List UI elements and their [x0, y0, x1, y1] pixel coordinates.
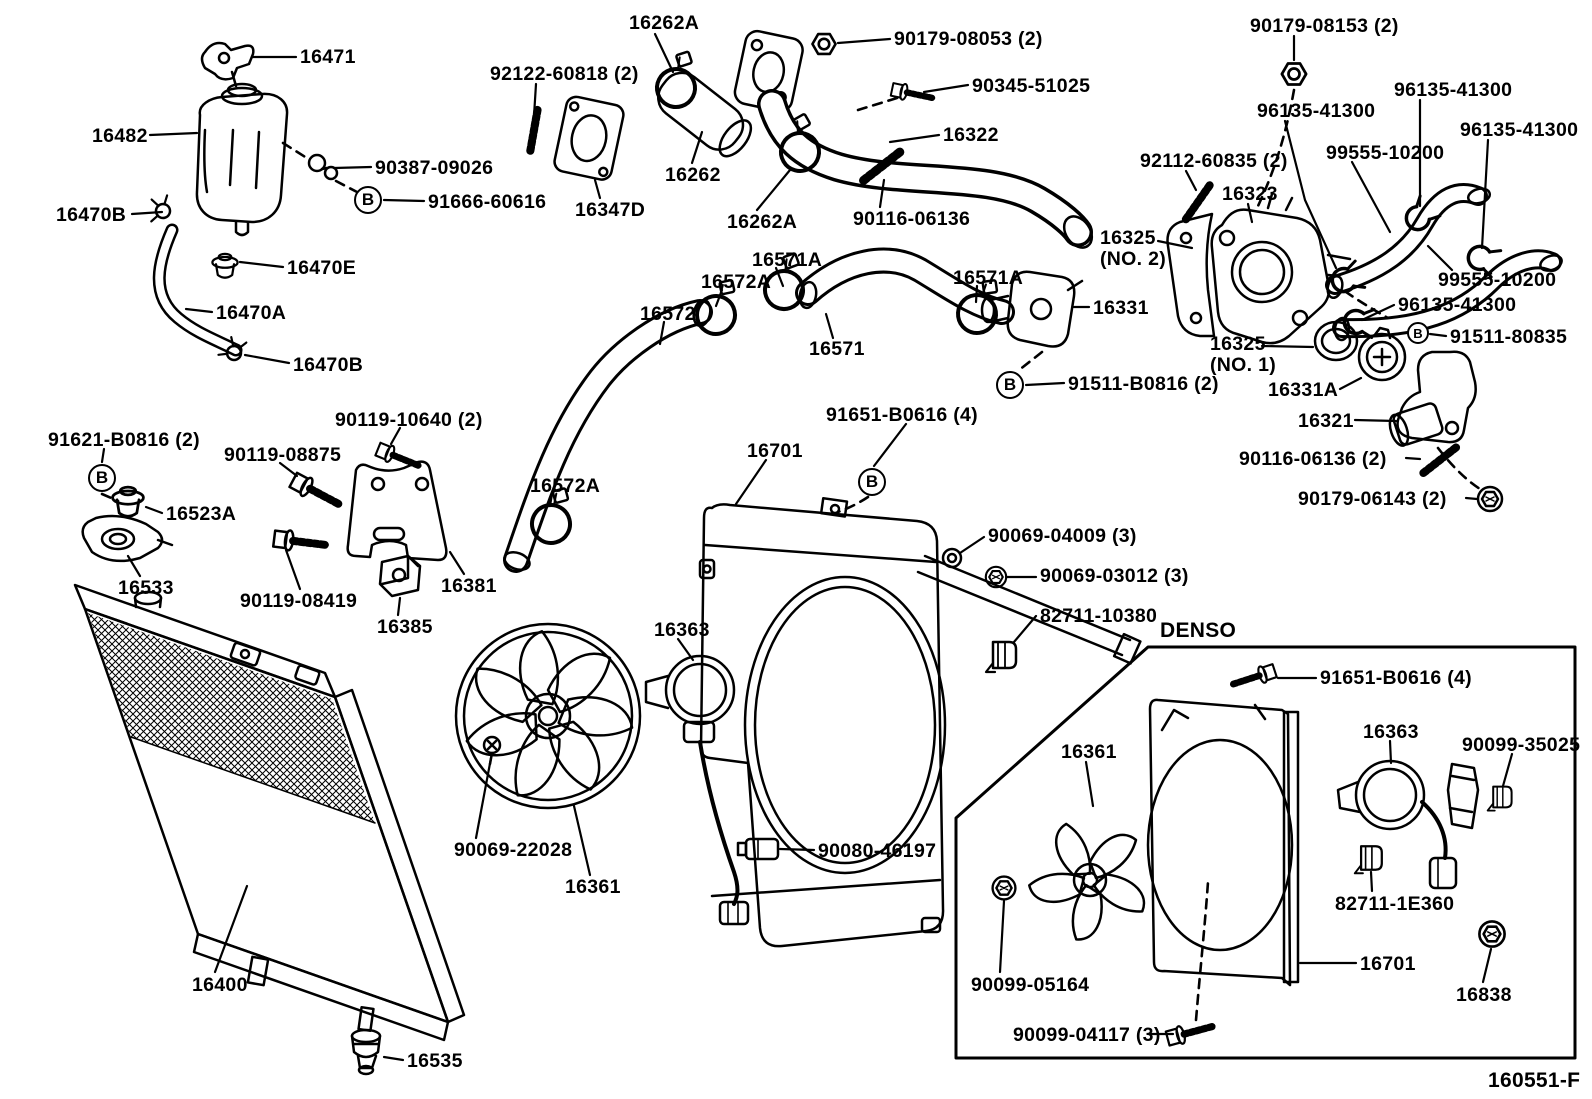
part-label-90387-09026: 90387-09026	[375, 157, 494, 179]
part-label-90080-46197: 90080-46197	[818, 840, 937, 862]
part-label-90345-51025: 90345-51025	[972, 75, 1091, 97]
part-label-90179-08153: 90179-08153 (2)	[1250, 15, 1399, 37]
part-label-16701: 16701	[747, 440, 803, 462]
part-label-90099-35025: 90099-35025	[1462, 734, 1581, 756]
part-label-16363-2: 16363	[1363, 721, 1419, 743]
part-label-96135-41300-d: 96135-41300	[1398, 294, 1517, 316]
part-label-16347D: 16347D	[575, 199, 646, 221]
part-label-16470B: 16470B	[56, 204, 127, 226]
leader-lines	[100, 32, 1514, 1062]
part-label-16322: 16322	[943, 124, 999, 146]
part-label-16470A: 16470A	[216, 302, 287, 324]
bypass-hoses-drawing	[1325, 183, 1563, 342]
radiator-drawing	[73, 583, 466, 1076]
part-label-16262: 16262	[665, 164, 721, 186]
bracket-drawing	[81, 441, 448, 598]
part-label-91651-B0616: 91651-B0616 (4)	[826, 404, 978, 426]
thermostat-drawing	[1313, 320, 1504, 513]
part-label-90179-08053: 90179-08053 (2)	[894, 28, 1043, 50]
part-label-92122-60818: 92122-60818 (2)	[490, 63, 639, 85]
part-label-16381: 16381	[441, 575, 497, 597]
fan-shroud-drawing	[698, 497, 1142, 948]
part-label-90069-22028: 90069-22028	[454, 839, 573, 861]
part-label-16325-no2-number: 16325	[1100, 227, 1156, 249]
part-label-91651-B0616-2: 91651-B0616 (4)	[1320, 667, 1472, 689]
part-label-16572: 16572	[640, 303, 696, 325]
part-label-16262A-2: 16262A	[727, 211, 798, 233]
cooling-fan-drawing	[454, 622, 642, 810]
water-outlet-drawing	[980, 270, 1084, 348]
part-label-91511-80835: 91511-80835	[1450, 326, 1568, 348]
part-label-16523A: 16523A	[166, 503, 237, 525]
part-label-90099-05164: 90099-05164	[971, 974, 1090, 996]
fan-motor-drawing	[644, 654, 780, 926]
part-label-90179-06143: 90179-06143 (2)	[1298, 488, 1447, 510]
b-marker-91621: B	[88, 464, 116, 492]
part-label-16572A: 16572A	[701, 271, 772, 293]
part-label-16323: 16323	[1222, 183, 1278, 205]
b-marker-91511-80835: B	[1407, 322, 1429, 344]
part-label-90119-08875: 90119-08875	[224, 444, 342, 466]
part-label-82711-10380: 82711-10380	[1040, 605, 1158, 627]
part-label-90116-06136: 90116-06136	[853, 208, 971, 230]
part-label-90119-10640: 90119-10640 (2)	[335, 409, 483, 431]
part-label-16470E: 16470E	[287, 257, 357, 279]
part-label-16361-2: 16361	[1061, 741, 1117, 763]
sheet-code-label: 160551-F	[1488, 1069, 1581, 1092]
inlet-housing-drawing	[1166, 62, 1352, 345]
part-label-16325-no2-qualifier: (NO. 2)	[1100, 247, 1167, 270]
part-label-90069-04009: 90069-04009 (3)	[988, 525, 1137, 547]
part-label-16572A-2: 16572A	[530, 475, 601, 497]
part-label-16571A: 16571A	[752, 249, 823, 271]
part-label-16331A: 16331A	[1268, 379, 1339, 401]
part-label-96135-41300-c: 96135-41300	[1460, 119, 1579, 141]
part-label-16533: 16533	[118, 577, 174, 599]
part-label-16385: 16385	[377, 616, 433, 638]
b-marker-91666: B	[354, 186, 382, 214]
part-label-90069-03012: 90069-03012 (3)	[1040, 565, 1189, 587]
part-label-16331: 16331	[1093, 297, 1149, 319]
part-label-96135-41300-a: 96135-41300	[1257, 100, 1376, 122]
part-label-91666-60616: 91666-60616	[428, 191, 547, 213]
part-label-16363: 16363	[654, 619, 710, 641]
upper-hose-drawing	[518, 29, 1094, 249]
part-label-92112-60835: 92112-60835 (2)	[1140, 150, 1288, 172]
part-label-16361: 16361	[565, 876, 621, 898]
part-label-16482: 16482	[92, 125, 148, 147]
part-label-90116-06136-2: 90116-06136 (2)	[1239, 448, 1387, 470]
part-label-16321: 16321	[1298, 410, 1354, 432]
part-label-16325-no1-number: 16325	[1210, 333, 1266, 355]
part-label-99555-10200-b: 99555-10200	[1438, 269, 1557, 291]
vendor-label-denso: DENSO	[1160, 619, 1237, 642]
b-marker-91511-B0816: B	[996, 371, 1024, 399]
center-fasteners-drawing	[941, 547, 1018, 674]
part-label-99555-10200-a: 99555-10200	[1326, 142, 1445, 164]
part-label-16535: 16535	[407, 1050, 463, 1072]
part-label-90119-08419: 90119-08419	[240, 590, 358, 612]
part-label-16262A: 16262A	[629, 12, 700, 34]
denso-box-drawing	[954, 645, 1577, 1060]
part-label-16325-no1: 16325(NO. 1)	[1210, 334, 1276, 375]
part-label-96135-41300-b: 96135-41300	[1394, 79, 1513, 101]
part-label-16701-2: 16701	[1360, 953, 1416, 975]
part-label-16400: 16400	[192, 974, 248, 996]
part-label-16470B-2: 16470B	[293, 354, 364, 376]
part-label-82711-1E360: 82711-1E360	[1335, 893, 1455, 915]
part-label-90099-04117: 90099-04117 (3)	[1013, 1024, 1161, 1046]
part-label-16325-no2: 16325(NO. 2)	[1100, 228, 1166, 269]
part-label-16471: 16471	[300, 46, 356, 68]
part-label-91511-B0816: 91511-B0816 (2)	[1068, 373, 1219, 395]
part-label-16571: 16571	[809, 338, 865, 360]
part-label-16838: 16838	[1456, 984, 1512, 1006]
part-label-16571A-2: 16571A	[953, 267, 1024, 289]
part-label-91621-B0816: 91621-B0816 (2)	[48, 429, 200, 451]
reservoir-drawing	[144, 41, 339, 364]
b-marker-91651: B	[858, 468, 886, 496]
part-label-16325-no1-qualifier: (NO. 1)	[1210, 353, 1277, 376]
